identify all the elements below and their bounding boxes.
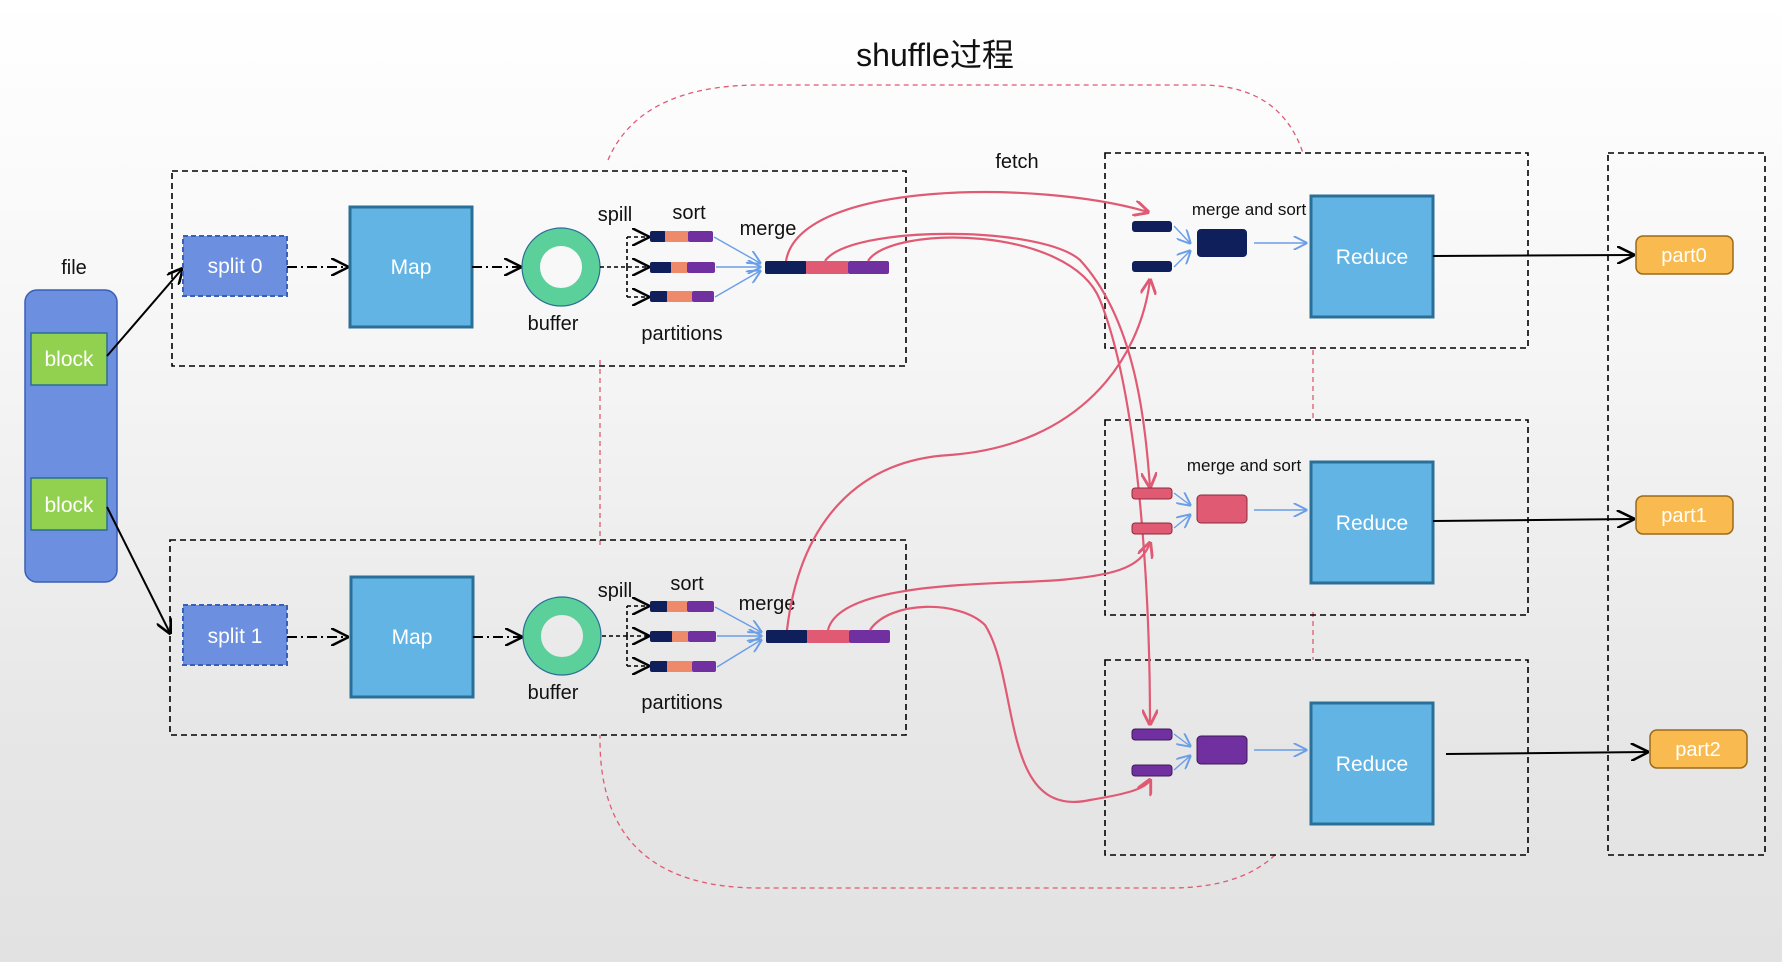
buffer-0-ring xyxy=(522,228,600,306)
merge-sort-1-label: merge and sort xyxy=(1187,456,1302,475)
spill-arrows-0 xyxy=(600,237,648,297)
fetch-arrow-map1-to-reduce2 xyxy=(869,605,1150,803)
shuffle-region-outline xyxy=(599,84,1314,889)
reduce-task-container-2 xyxy=(1104,659,1529,856)
fetch-arrow-map0-to-reduce1 xyxy=(824,232,1150,487)
reducer-0-input-b xyxy=(1132,261,1172,272)
reduce-2-to-part2-arrow xyxy=(1445,752,1647,754)
reduce-2-label: Reduce xyxy=(1336,753,1408,776)
split-0-label: split 0 xyxy=(208,255,263,278)
merged-output-1 xyxy=(766,630,890,643)
map-0-box xyxy=(348,205,474,329)
map-0-label: Map xyxy=(391,256,432,279)
reducer-2-input-a xyxy=(1131,728,1173,741)
block-0 xyxy=(30,332,108,386)
split-0-box xyxy=(182,235,288,297)
reducer-0-merged xyxy=(1197,229,1247,257)
part2-label: part2 xyxy=(1675,739,1721,761)
block-1-label: block xyxy=(44,494,94,517)
part1-label: part1 xyxy=(1661,505,1707,527)
reduce-2-box xyxy=(1309,701,1435,826)
part0-label: part0 xyxy=(1661,245,1707,267)
partition-bar-1-2 xyxy=(650,661,716,672)
reducer-2-arrow-a xyxy=(1173,734,1190,746)
fetch-arrow-map1-to-reduce0 xyxy=(785,280,1150,631)
buffer-1-ring xyxy=(523,597,601,675)
part0-box xyxy=(1635,235,1734,275)
reducer-2-merged xyxy=(1196,735,1248,765)
fetch-arrows xyxy=(784,190,1150,803)
merge-sort-0-label: merge and sort xyxy=(1192,200,1307,219)
buffer-0-label: buffer xyxy=(528,313,579,335)
block-1 xyxy=(30,477,108,531)
buffer-1-label: buffer xyxy=(528,682,579,704)
part1-box xyxy=(1635,495,1734,535)
block-to-split-1-arrow xyxy=(106,506,170,633)
fetch-label: fetch xyxy=(995,151,1038,173)
map-1-box xyxy=(349,575,475,699)
reducer-1-arrow-a xyxy=(1173,493,1190,505)
partitions-0-label: partitions xyxy=(641,323,722,345)
reducer-1-merged xyxy=(1196,494,1248,524)
reduce-1-to-part1-arrow xyxy=(1432,519,1633,521)
partition-bar-0-1 xyxy=(650,262,715,273)
reducer-1-input-b xyxy=(1131,522,1173,535)
reducer-0-input-a xyxy=(1132,221,1172,232)
partition-bar-0-2 xyxy=(650,291,714,302)
fetch-arrow-map0-to-reduce0 xyxy=(784,190,1148,262)
map-1-label: Map xyxy=(392,626,433,649)
map-task-container-1 xyxy=(169,539,907,736)
reduce-0-to-part0-arrow xyxy=(1432,255,1633,256)
spill-1-label: spill xyxy=(598,580,632,602)
reducer-2-arrow-b xyxy=(1173,756,1190,771)
merge-arrows-1 xyxy=(714,606,761,668)
split-1-box xyxy=(182,604,288,666)
reducer-0-arrow-a xyxy=(1173,225,1190,243)
split-1-label: split 1 xyxy=(208,625,263,648)
partitions-1-label: partitions xyxy=(641,692,722,714)
reduce-task-container-1 xyxy=(1104,419,1529,616)
partition-bar-0-0 xyxy=(650,231,713,242)
diagram-title: shuffle过程 xyxy=(856,37,1014,73)
reducer-1-arrow-b xyxy=(1173,515,1190,529)
block-0-label: block xyxy=(44,348,94,371)
reducer-0-arrow-b xyxy=(1173,251,1190,268)
partition-bar-1-0 xyxy=(650,601,714,612)
buffer-1-ring-outline xyxy=(522,596,602,676)
spill-arrows-1 xyxy=(602,606,648,666)
fetch-arrow-map0-to-reduce2 xyxy=(867,236,1150,724)
file-label: file xyxy=(61,257,87,279)
reduce-task-container-0 xyxy=(1104,152,1529,349)
merged-output-0 xyxy=(765,261,889,274)
block-to-split-0-arrow xyxy=(106,269,182,357)
sort-1-label: sort xyxy=(670,573,704,595)
reducer-1-input-a xyxy=(1131,487,1173,500)
reduce-1-label: Reduce xyxy=(1336,512,1408,535)
reduce-1-box xyxy=(1309,460,1435,585)
reducer-2-input-b xyxy=(1131,764,1173,777)
reduce-0-box xyxy=(1309,194,1435,319)
fetch-arrow-map1-to-reduce1 xyxy=(826,543,1150,631)
part2-box xyxy=(1649,729,1748,769)
partition-bar-1-1 xyxy=(650,631,716,642)
spill-0-label: spill xyxy=(598,204,632,226)
merge-1-label: merge xyxy=(739,593,796,615)
sort-0-label: sort xyxy=(672,202,706,224)
merge-0-label: merge xyxy=(740,218,797,240)
merge-arrows-0 xyxy=(713,236,760,298)
reduce-0-label: Reduce xyxy=(1336,246,1408,269)
